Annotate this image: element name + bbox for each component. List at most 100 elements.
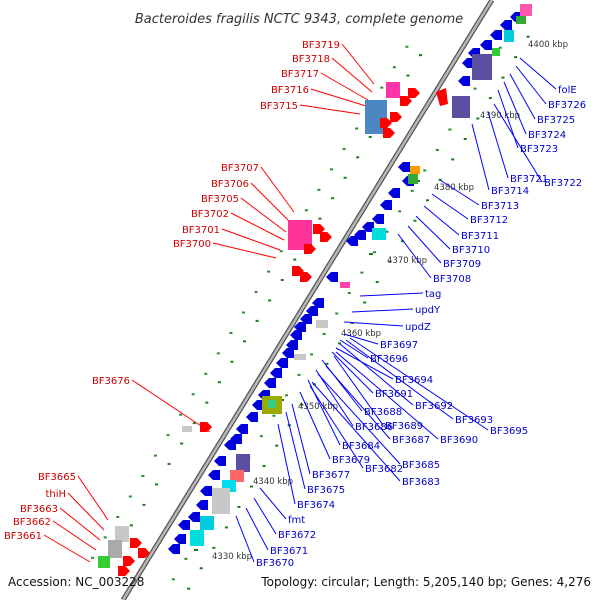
leader-line	[471, 123, 490, 191]
gene-label[interactable]: BF3708	[433, 274, 471, 285]
gene-label[interactable]: BF3716	[271, 85, 309, 96]
gene-label[interactable]: BF3721	[510, 174, 548, 185]
track-dot	[498, 46, 502, 49]
gene-label[interactable]: BF3692	[415, 401, 453, 412]
gene-arrow	[398, 162, 410, 172]
gene-label[interactable]: BF3677	[312, 470, 350, 481]
track-dot	[205, 401, 209, 404]
gene-label[interactable]: BF3685	[402, 460, 440, 471]
gene-label[interactable]: BF3683	[402, 477, 440, 488]
leader-line	[285, 411, 306, 490]
track-dot	[293, 258, 297, 261]
gene-label[interactable]: BF3695	[490, 426, 528, 437]
track-dot	[155, 483, 159, 486]
gene-label[interactable]: BF3700	[173, 239, 211, 250]
gene-label[interactable]: fmt	[288, 515, 305, 526]
gene-arrow	[178, 520, 190, 530]
track-dot	[275, 444, 279, 447]
gene-label[interactable]: BF3686	[355, 422, 393, 433]
gene-label[interactable]: BF3707	[221, 163, 259, 174]
gene-label[interactable]: BF3687	[392, 435, 430, 446]
gene-label[interactable]: BF3676	[92, 376, 130, 387]
gene-label[interactable]: BF3714	[491, 186, 529, 197]
track-dot	[230, 360, 234, 363]
gene-block	[200, 516, 214, 530]
gene-label[interactable]: BF3711	[461, 231, 499, 242]
gene-label[interactable]: BF3675	[307, 485, 345, 496]
leader-line	[331, 57, 373, 93]
track-dot	[514, 56, 518, 59]
gene-label[interactable]: BF3665	[38, 472, 76, 483]
gene-label[interactable]: BF3682	[365, 464, 403, 475]
gene-block	[190, 530, 204, 546]
leader-line	[131, 379, 211, 433]
track-dot	[310, 353, 314, 356]
gene-arrow	[236, 424, 248, 434]
gene-label[interactable]: BF3724	[528, 130, 566, 141]
gene-label[interactable]: BF3672	[278, 530, 316, 541]
gene-label[interactable]: BF3671	[270, 546, 308, 557]
gene-block	[516, 16, 526, 24]
gene-arrow	[196, 500, 208, 510]
gene-arrow	[320, 232, 332, 242]
gene-label[interactable]: BF3702	[191, 209, 229, 220]
gene-label[interactable]: BF3713	[481, 201, 519, 212]
gene-label[interactable]: BF3706	[211, 179, 249, 190]
leader-line	[339, 343, 414, 406]
gene-label[interactable]: BF3690	[440, 435, 478, 446]
gene-arrow	[246, 412, 258, 422]
gene-label[interactable]: tag	[425, 289, 441, 300]
gene-label[interactable]: BF3722	[544, 178, 582, 189]
leader-line	[221, 228, 281, 251]
gene-label[interactable]: BF3719	[302, 40, 340, 51]
gene-label[interactable]: BF3710	[452, 245, 490, 256]
gene-label[interactable]: BF3689	[385, 421, 423, 432]
track-dot	[448, 128, 452, 131]
gene-arrow	[174, 534, 186, 544]
gene-label[interactable]: BF3701	[182, 225, 220, 236]
map-title: Bacteroides fragilis NCTC 9343, complete…	[135, 12, 463, 27]
gene-label[interactable]: updZ	[405, 322, 431, 333]
gene-label[interactable]: BF3726	[548, 100, 586, 111]
gene-label[interactable]: thiH	[45, 489, 66, 500]
gene-label[interactable]: BF3670	[256, 558, 294, 569]
gene-label[interactable]: BF3718	[292, 54, 330, 65]
leader-line	[359, 292, 424, 297]
gene-label[interactable]: BF3697	[380, 340, 418, 351]
gene-label[interactable]: updY	[415, 305, 441, 316]
leader-line	[325, 365, 391, 440]
gene-label[interactable]: BF3663	[20, 504, 58, 515]
tick-mark	[194, 549, 198, 551]
leader-line	[245, 507, 269, 551]
gene-label[interactable]: BF3679	[332, 455, 370, 466]
gene-arrow	[380, 118, 392, 128]
gene-label[interactable]: BF3688	[364, 407, 402, 418]
leader-line	[335, 351, 439, 440]
gene-label[interactable]: BF3662	[13, 517, 51, 528]
leader-line	[331, 351, 374, 394]
gene-label[interactable]: BF3691	[375, 389, 413, 400]
gene-label[interactable]: BF3717	[281, 69, 319, 80]
leader-line	[43, 534, 91, 563]
gene-label[interactable]: BF3694	[395, 375, 433, 386]
gene-label[interactable]: BF3723	[520, 144, 558, 155]
track-dot	[129, 524, 133, 527]
gene-label[interactable]: BF3709	[443, 259, 481, 270]
gene-label[interactable]: BF3674	[297, 500, 335, 511]
gene-arrow	[123, 556, 135, 566]
gene-label[interactable]: BF3712	[470, 215, 508, 226]
leader-line	[230, 212, 285, 241]
gene-label[interactable]: BF3725	[537, 115, 575, 126]
gene-label[interactable]: BF3715	[260, 101, 298, 112]
gene-label[interactable]: BF3684	[342, 441, 380, 452]
gene-label[interactable]: BF3693	[455, 415, 493, 426]
accession-text: Accession: NC_003228	[8, 575, 144, 589]
gene-block	[212, 488, 230, 514]
gene-label[interactable]: BF3705	[201, 194, 239, 205]
gene-label[interactable]: BF3661	[4, 531, 42, 542]
track-dot	[413, 219, 417, 222]
gene-label[interactable]: BF3696	[370, 354, 408, 365]
track-dot	[331, 197, 335, 200]
gene-label[interactable]: folE	[558, 85, 577, 96]
